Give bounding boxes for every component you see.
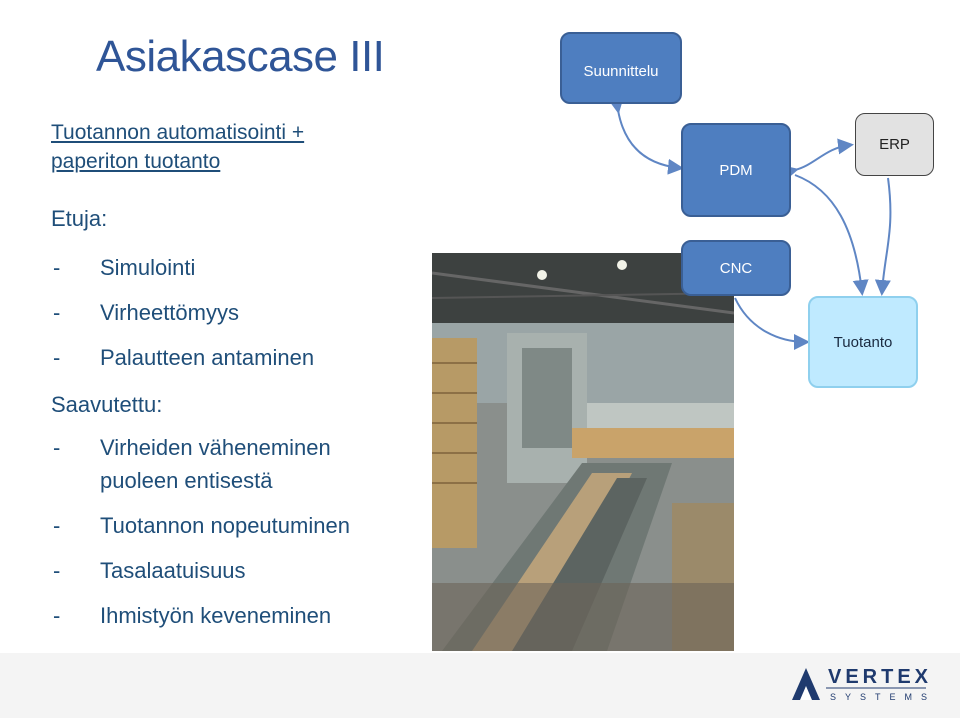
bullet-dash: - [53,255,61,280]
erp-box: ERP [855,113,934,176]
slide-title: Asiakascase III [96,32,385,81]
erp-label: ERP [879,136,910,153]
arrow-erp-tuotanto [874,177,892,296]
achieved-text: Virheiden väheneminen [100,435,331,460]
achieved-text: Tuotannon nopeutuminen [100,513,350,538]
suunnittelu-box: Suunnittelu [560,32,682,104]
factory-photo-image [432,253,734,651]
achieved-text: Ihmistyön keveneminen [100,603,332,628]
tuotanto-label: Tuotanto [833,333,893,351]
subtitle-line-1: Tuotannon automatisointi + [51,121,305,144]
pdm-box: PDM [681,123,791,217]
arrow-suunnittelu-pdm [608,96,684,175]
vertex-logo-icon [792,668,926,700]
tuotanto-box: Tuotanto [808,296,918,388]
cnc-box: CNC [681,240,791,296]
logo-wordmark: VERTEX [828,666,933,688]
arrow-cnc-tuotanto [734,297,810,350]
bullet-dash: - [53,603,61,628]
slide-subtitle: Tuotannon automatisointi + paperiton tuo… [51,118,304,176]
benefit-text: Simulointi [100,255,196,280]
suunnittelu-label: Suunnittelu [583,63,659,80]
arrow-pdm-tuotanto [794,174,869,296]
cnc-label: CNC [719,260,753,277]
bullet-dash: - [53,558,61,583]
bullet-dash: - [53,513,61,538]
pdm-label: PDM [719,162,753,179]
bullet-dash: - [53,300,61,325]
logo-tagline: SYSTEMS [830,692,937,702]
benefits-heading: Etuja: [51,206,108,231]
subtitle-line-2: paperiton tuotanto [51,150,221,173]
benefit-text: Palautteen antaminen [100,345,315,370]
achieved-text: puoleen entisestä [100,468,273,493]
bullet-dash: - [53,435,61,460]
vertex-systems-logo: VERTEX SYSTEMS [790,664,930,708]
arrow-pdm-erp [781,138,854,181]
benefit-text: Virheettömyys [100,300,239,325]
achieved-heading: Saavutettu: [51,392,163,417]
achieved-text: Tasalaatuisuus [100,558,246,583]
bullet-dash: - [53,345,61,370]
factory-photo [432,253,734,651]
